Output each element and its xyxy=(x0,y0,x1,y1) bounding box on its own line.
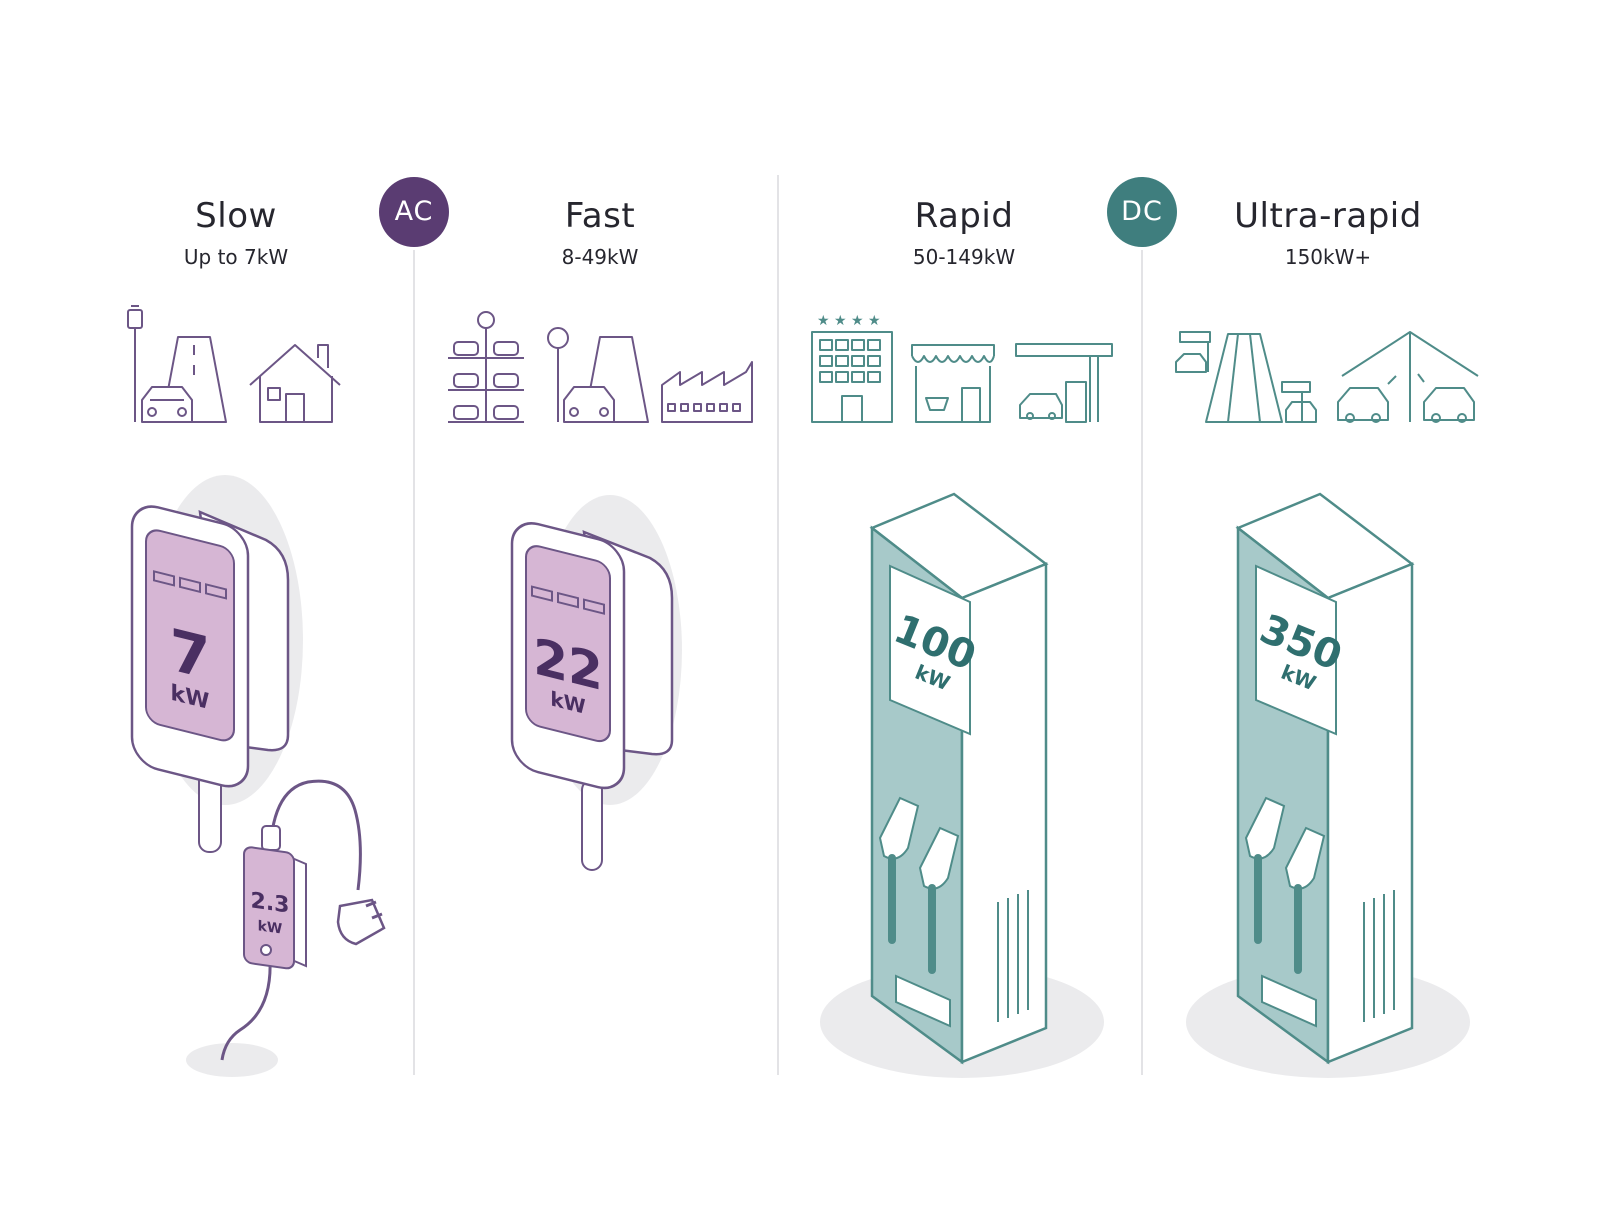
charging-hub-canopy-icon xyxy=(1337,331,1479,423)
svg-text:★ ★ ★ ★: ★ ★ ★ ★ xyxy=(817,313,881,329)
slow-wallbox-charger: 7 kW xyxy=(130,475,303,853)
column-range-rapid: 50-149kW xyxy=(912,245,1016,269)
rapid-pillar-screen xyxy=(889,564,971,736)
parking-road-car-icon xyxy=(547,327,649,423)
fast-led-1 xyxy=(531,585,553,602)
ultra-rapid-dc-charging-pillar: 350 kW xyxy=(1186,492,1470,1078)
fast-led-2 xyxy=(557,591,579,609)
slow-led-3 xyxy=(205,583,227,600)
factory-icon xyxy=(661,361,753,423)
ultra-card-slot xyxy=(1261,974,1317,1028)
portable-charger-connector xyxy=(261,825,281,851)
supermarket-icon xyxy=(911,344,995,423)
fast-wallbox-charger: 22 kW xyxy=(510,495,682,871)
hotel-icon: ★ ★ ★ ★ xyxy=(811,313,893,423)
ultra-pillar-side xyxy=(1326,562,1414,1064)
column-header-slow: Slow Up to 7kW xyxy=(56,196,416,270)
column-header-fast: Fast 8-49kW xyxy=(420,196,780,270)
column-dividers xyxy=(413,175,1143,1075)
column-title-fast: Fast xyxy=(564,196,636,236)
fast-led-3 xyxy=(583,598,605,615)
slow-use-case-icons xyxy=(127,305,341,423)
ultra-rapid-use-case-icons xyxy=(1175,331,1479,423)
dc-badge: DC xyxy=(1107,177,1177,247)
slow-led-1 xyxy=(153,570,175,587)
column-range-fast: 8-49kW xyxy=(561,245,639,269)
portable-charger-power: 2.3 xyxy=(251,887,290,918)
portable-charger-button xyxy=(260,944,272,956)
portable-granny-charger: 2.3 kW xyxy=(186,779,386,1077)
house-icon xyxy=(249,344,341,423)
column-header-rapid: Rapid 50-149kW xyxy=(784,196,1144,270)
charging-cable xyxy=(220,779,362,1061)
column-title-slow: Slow xyxy=(195,196,277,236)
rapid-vent-grille xyxy=(997,890,1029,1022)
slow-charger-power: 7 xyxy=(170,615,210,693)
fuel-station-icon xyxy=(1015,343,1113,423)
slow-led-2 xyxy=(179,576,201,594)
column-header-ultra-rapid: Ultra-rapid 150kW+ xyxy=(1148,196,1508,270)
rapid-pillar-side xyxy=(960,562,1048,1064)
fast-charger-screen xyxy=(525,545,611,743)
ac-badge: AC xyxy=(379,177,449,247)
rapid-use-case-icons: ★ ★ ★ ★ xyxy=(811,313,1113,423)
rapid-connector-holsters xyxy=(878,796,960,974)
portable-charger-shadow xyxy=(186,1043,278,1077)
column-title-ultra-rapid: Ultra-rapid xyxy=(1234,196,1422,236)
car-park-icon xyxy=(448,311,524,423)
ultra-connector-holsters xyxy=(1244,796,1326,974)
rapid-dc-charging-pillar: 100 kW xyxy=(820,492,1104,1078)
ultra-pillar-screen xyxy=(1255,564,1337,736)
fast-charger-pole xyxy=(581,779,603,871)
column-title-rapid: Rapid xyxy=(914,196,1014,236)
road-with-car-icon xyxy=(141,336,227,423)
fast-use-case-icons xyxy=(448,311,753,423)
column-range-slow: Up to 7kW xyxy=(183,245,289,269)
column-range-ultra-rapid: 150kW+ xyxy=(1284,245,1372,269)
ultra-vent-grille xyxy=(1363,890,1395,1022)
three-pin-plug xyxy=(336,898,386,946)
portable-charger-unit: kW xyxy=(258,918,283,937)
motorway-services-icon xyxy=(1175,331,1317,423)
portable-charger-body xyxy=(243,846,295,970)
street-lamp-icon xyxy=(127,305,143,422)
rapid-card-slot xyxy=(895,974,951,1028)
